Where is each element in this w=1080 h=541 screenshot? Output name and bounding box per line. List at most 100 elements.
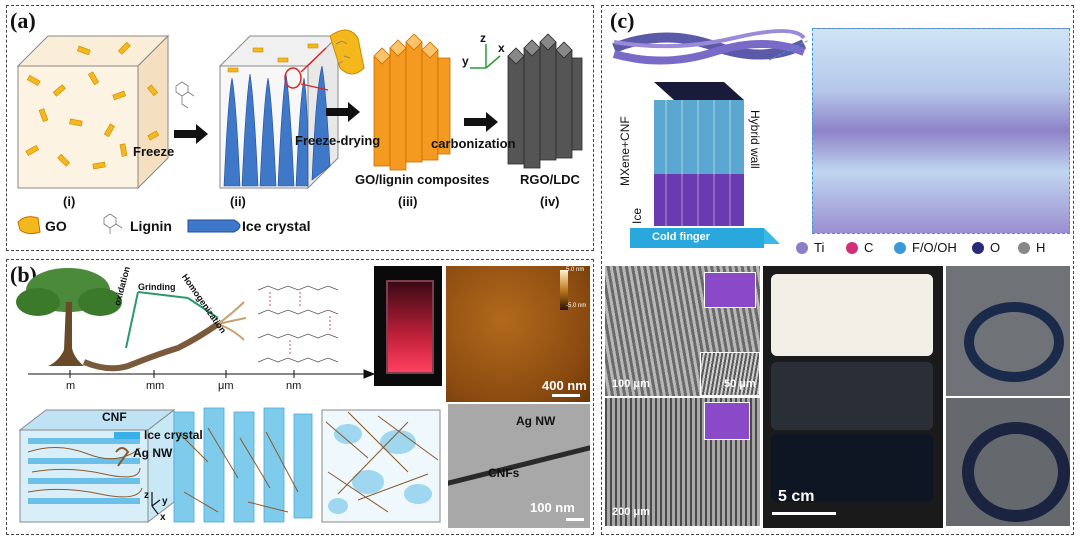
f-o-oh-atom-icon: [894, 242, 906, 254]
label-hybrid-wall: Hybrid wall: [748, 110, 762, 169]
tree-icon: [16, 268, 122, 366]
cnf-agnw-box: [18, 408, 176, 524]
tem-label-cnfs: CNFs: [488, 466, 520, 480]
process-grinding: Grinding: [138, 282, 176, 292]
tem-image: [448, 404, 590, 528]
legend-ag-nw: Ag NW: [133, 446, 173, 460]
axis-x: x: [498, 41, 505, 55]
arrow-carbonization: [464, 112, 498, 132]
stage-iv: (iv): [540, 194, 560, 209]
afm-colorbar-min: -5.0 nm: [566, 303, 587, 309]
process-arrows: [125, 291, 219, 349]
go-cube: [16, 34, 170, 190]
legend-o: O: [990, 240, 1001, 255]
afm-scalebar-label: 400 nm: [542, 378, 587, 393]
ice-crystal-legend-swatch: [114, 432, 140, 439]
legend-h: H: [1036, 240, 1046, 255]
legend-f-o-oh: F/O/OH: [912, 240, 957, 255]
scale-tick-m: m: [66, 380, 76, 392]
panel-c-label: (c): [610, 8, 635, 33]
panel-b: [6, 259, 594, 535]
label-rgo-ldc: RGO/LDC: [520, 172, 580, 187]
panel-a: [6, 5, 594, 251]
step-freeze-drying: Freeze-drying: [295, 133, 381, 148]
ti-atom-icon: [796, 242, 808, 254]
honeycomb-inset-icon: [704, 272, 756, 308]
nanofibril-fan: [217, 301, 247, 341]
panel-b-illustration: [16, 268, 441, 524]
axis-y: y: [462, 54, 469, 68]
stage-i: (i): [63, 194, 76, 209]
go-lignin-honeycomb: [373, 33, 451, 171]
axis-z-b: z: [144, 490, 149, 501]
panel-c-illustration: [612, 29, 810, 248]
photo-scalebar-label: 5 cm: [778, 488, 815, 505]
zoom-arrow: [300, 47, 327, 73]
label-go-lignin: GO/lignin composites: [355, 172, 490, 187]
axis-y-b: y: [162, 496, 168, 507]
sem-scalebar-100um: 100 μm: [612, 378, 650, 390]
stage-iii: (iii): [398, 194, 418, 209]
afm-scalebar: [552, 394, 580, 397]
legend-go: GO: [45, 218, 67, 234]
aerogel-photo: [763, 266, 943, 528]
mxene-atomic-structure: [812, 28, 1070, 234]
go-legend-icon: [17, 216, 41, 235]
rgo-ldc-honeycomb: [507, 33, 583, 169]
legend-cnf: CNF: [102, 410, 127, 424]
label-ice: Ice: [630, 207, 644, 224]
legend-ice-crystal-b: Ice crystal: [144, 428, 203, 442]
go-sheet-zoom: [329, 29, 365, 75]
sem-inset: [700, 352, 760, 396]
ice-template-structure: [218, 34, 340, 190]
afm-colorbar-max: 5.0 nm: [566, 267, 585, 273]
o-atom-icon: [972, 242, 984, 254]
panel-a-illustration: [16, 29, 583, 235]
cold-finger: [630, 228, 780, 248]
atom-legend: Ti C F/O/OH O H: [796, 238, 1068, 260]
scale-tick-nm: nm: [286, 380, 302, 392]
ag-nw-legend-icon: [115, 447, 130, 467]
scale-tick-um: μm: [218, 380, 234, 392]
legend-lignin: Lignin: [130, 218, 172, 234]
arrow-freeze: [174, 124, 208, 144]
sem-scalebar-200um: 200 μm: [612, 506, 650, 518]
scale-tick-mm: mm: [146, 380, 165, 392]
axis-z: z: [480, 31, 486, 45]
legend-ice-crystal: Ice crystal: [242, 218, 311, 234]
fibre-loop-photo-bottom: [946, 398, 1070, 526]
photo-scalebar: [772, 512, 836, 515]
xyz-axes-b: [151, 492, 161, 515]
ice-wall-structure: [173, 407, 313, 523]
tem-scalebar-label: 100 nm: [530, 500, 575, 515]
length-scale-ruler: [28, 369, 376, 379]
h-atom-icon: [1018, 242, 1030, 254]
zoom-line: [768, 39, 810, 61]
lignin-legend-icon: [103, 213, 123, 234]
arrow-freeze-drying: [326, 102, 360, 122]
sem-scalebar-50um: 50 μm: [724, 378, 756, 390]
lignin-molecule-icon: [175, 81, 195, 109]
panel-a-label: (a): [10, 8, 36, 33]
fibre-strand: [82, 321, 220, 372]
tem-label-ag-nw: Ag NW: [516, 414, 556, 428]
hybrid-wall-tower: [654, 82, 744, 226]
step-carbonization: carbonization: [431, 136, 516, 151]
zoom-arrow-2: [300, 83, 329, 91]
c-atom-icon: [846, 242, 858, 254]
xyz-axes: [470, 44, 501, 69]
porous-network: [321, 409, 441, 523]
label-mxene-cnf: MXene+CNF: [618, 116, 632, 186]
legend-ti: Ti: [814, 240, 825, 255]
fibre-loop-photo-top: [946, 266, 1070, 396]
stage-ii: (ii): [230, 194, 246, 209]
panel-c: [601, 5, 1074, 535]
ice-crystal-legend-icon: [187, 219, 241, 233]
vertical-channel-inset-icon: [704, 402, 750, 440]
axis-x-b: x: [160, 512, 166, 523]
step-freeze: Freeze: [133, 144, 175, 159]
afm-colorbar: [560, 270, 568, 310]
tem-scalebar: [566, 518, 584, 521]
legend-c: C: [864, 240, 874, 255]
cellulose-chains: [257, 285, 339, 363]
